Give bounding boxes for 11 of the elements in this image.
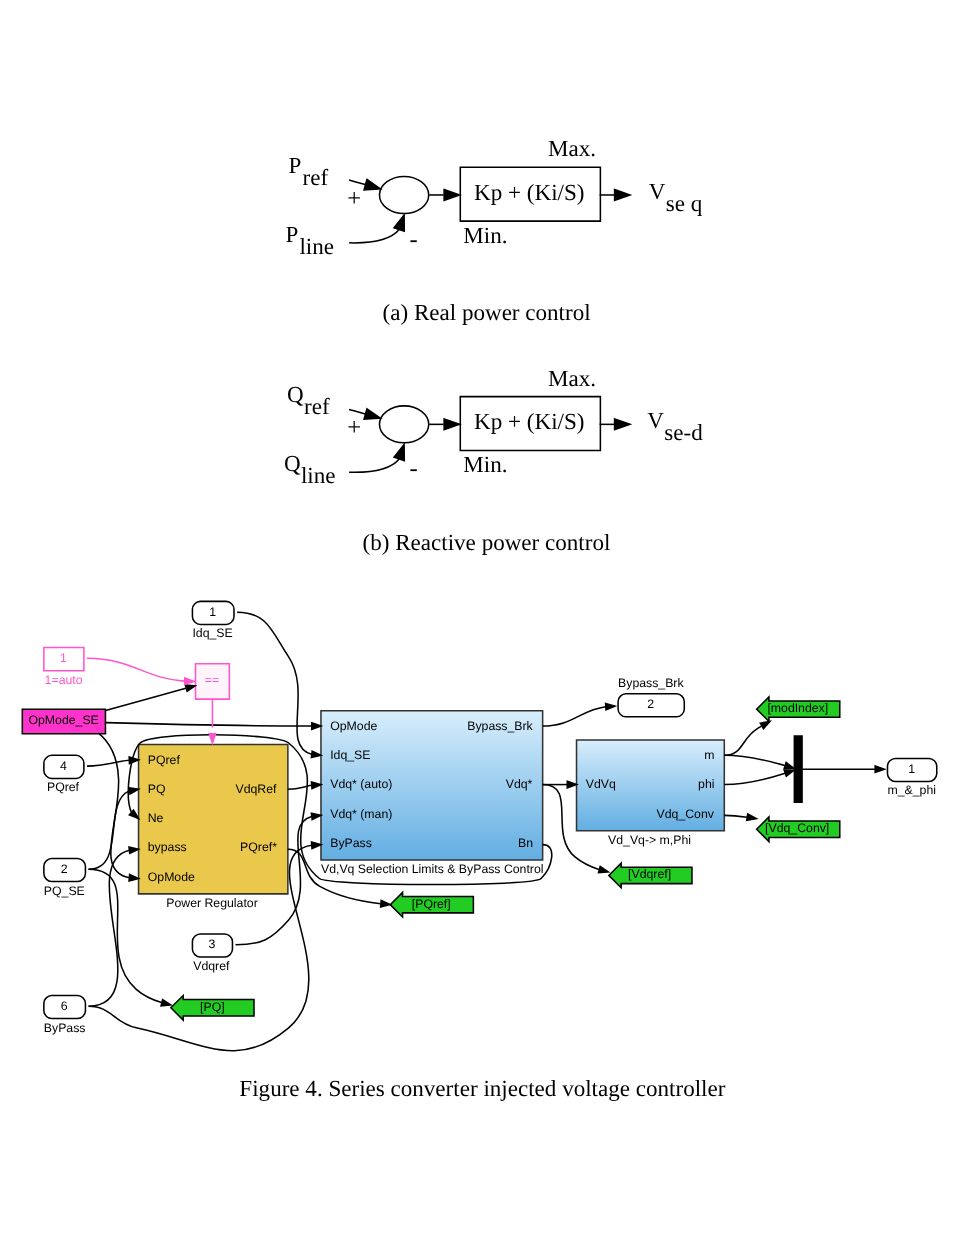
edge-label: -	[409, 454, 418, 483]
node-label: Max.	[548, 138, 597, 163]
node-label: Min.	[463, 224, 508, 249]
edge-label: -	[409, 224, 418, 253]
node-label: Max.	[548, 367, 597, 392]
edge-label: +	[347, 184, 362, 213]
node-label: Min.	[463, 454, 508, 479]
label: (a) Real power control	[382, 302, 591, 327]
edge-label: +	[347, 413, 362, 442]
label: (b) Reactive power control	[362, 531, 611, 556]
caption: Figure 4. Series converter injected voltage controller	[239, 1077, 726, 1102]
